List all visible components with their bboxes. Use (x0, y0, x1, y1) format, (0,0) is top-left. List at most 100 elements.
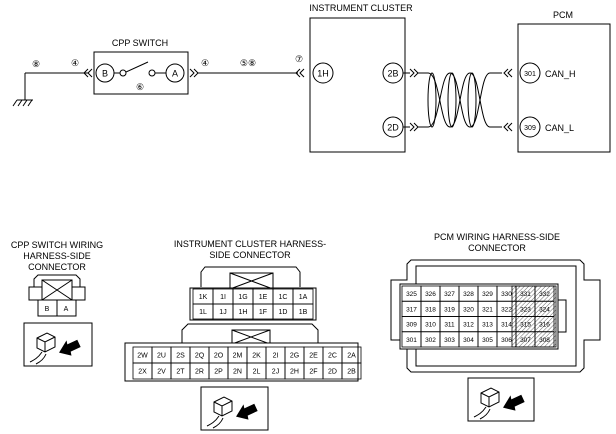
pin-label: 2A (347, 353, 356, 360)
pin-label: 313 (482, 322, 493, 329)
callout-right-a: ④ (201, 58, 209, 68)
pin-label: 329 (482, 291, 493, 298)
pin-label: 330 (501, 291, 512, 298)
pin-label: 2X (138, 369, 147, 376)
pin-label: 305 (482, 337, 493, 344)
pin-label: 311 (444, 322, 455, 329)
pin-cell (341, 362, 362, 380)
connector-insertion-icon (200, 386, 269, 431)
pin-label: 325 (406, 291, 417, 298)
pin-label: 331 (520, 291, 531, 298)
ground-symbol (12, 72, 88, 107)
connector-chevron (83, 68, 93, 78)
pin-label: 312 (463, 322, 474, 329)
pcm-connector-title-2: CONNECTOR (468, 243, 526, 253)
pin-label: 319 (444, 306, 455, 313)
pin-label: 1I (220, 294, 226, 301)
switch-contact (148, 69, 156, 77)
pin-label: 318 (425, 306, 436, 313)
pcm-terminal-301 (519, 62, 541, 84)
svg-text:2B: 2B (387, 69, 398, 79)
svg-text:A: A (172, 69, 178, 79)
pin-label: 2T (176, 369, 185, 376)
cluster-connector-2 (124, 323, 359, 382)
pin-label: 322 (501, 306, 512, 313)
svg-text:1H: 1H (317, 69, 329, 79)
pin-label: 310 (425, 322, 436, 329)
pin-label: 321 (482, 306, 493, 313)
pcm-connector-face (390, 259, 601, 373)
cpp-connector-title-2: HARNESS-SIDE (23, 251, 91, 261)
pin-label: 1A (299, 294, 308, 301)
pin-label: 1J (219, 309, 226, 316)
pin-label: 303 (444, 337, 455, 344)
pin-label: 2U (157, 353, 166, 360)
pcm-terminal-309 (519, 116, 541, 138)
pin-label: 309 (406, 322, 417, 329)
pin-label: 2C (328, 353, 337, 360)
instrument-cluster-title: INSTRUMENT CLUSTER (309, 3, 413, 13)
pin-label: 1G (238, 294, 247, 301)
pin-label: 2Q (195, 353, 205, 360)
cpp-connector-title-1: CPP SWITCH WIRING (11, 240, 103, 250)
pin-label: 326 (425, 291, 436, 298)
pin-label: 332 (539, 291, 550, 298)
pin-label: 2H (290, 369, 299, 376)
pin-label: 2W (137, 353, 148, 360)
switch-contact (119, 69, 127, 77)
pin-label: 2L (253, 369, 261, 376)
pin-label: 301 (406, 337, 417, 344)
pin-label: 1K (199, 294, 208, 301)
connector-insertion-icon (467, 377, 535, 422)
pin-label: 328 (463, 291, 474, 298)
svg-text:B: B (102, 69, 108, 79)
pin-label: 2O (214, 353, 224, 360)
callout-cluster-in: ⑦ (295, 54, 303, 64)
callout-left-b: ④ (71, 58, 79, 68)
pin-label: 327 (444, 291, 455, 298)
cluster-connector-title-1: INSTRUMENT CLUSTER HARNESS- (174, 239, 326, 249)
pin-label: 2E (309, 353, 318, 360)
pin-label: 1B (299, 309, 308, 316)
pin-label: 308 (539, 337, 550, 344)
pin-label: 2R (195, 369, 204, 376)
cpp-connector-face (28, 274, 86, 317)
pin-label: 316 (539, 322, 550, 329)
svg-text:2D: 2D (387, 123, 399, 133)
callout-mid-wire: ⑤⑧ (240, 58, 256, 68)
pin-label: 324 (539, 306, 550, 313)
cluster-connector-title-2: SIDE CONNECTOR (209, 250, 291, 260)
cpp-pin-b: B (45, 306, 50, 313)
pin-label: 2S (176, 353, 185, 360)
pin-label: 2N (233, 369, 242, 376)
pin-label: 2V (157, 369, 166, 376)
pin-label: 314 (501, 322, 512, 329)
svg-text:301: 301 (524, 71, 536, 78)
pin-label: 2M (233, 353, 243, 360)
pin-label: 1C (279, 294, 288, 301)
pin-label: 1F (259, 309, 267, 316)
connector-insertion-icon (23, 322, 93, 367)
signal-can-l: CAN_L (545, 123, 574, 133)
pin-label: 2G (290, 353, 299, 360)
callout-switch: ⑥ (136, 82, 144, 92)
cluster-terminal-1h (312, 62, 334, 84)
pin-label: 1L (199, 309, 207, 316)
callout-ground: ⑧ (32, 59, 40, 69)
pin-label: 2F (309, 369, 317, 376)
cpp-pin-a: A (64, 306, 69, 313)
pin-cell (292, 303, 314, 320)
connector-chevron (189, 68, 199, 78)
pin-label: 2I (273, 353, 279, 360)
pin-label: 317 (406, 306, 417, 313)
pin-label: 2D (328, 369, 337, 376)
cpp-switch-title: CPP SWITCH (112, 38, 168, 48)
pin-label: 306 (501, 337, 512, 344)
pin-label: 304 (463, 337, 474, 344)
pin-cell (534, 331, 555, 348)
signal-can-h: CAN_H (545, 69, 576, 79)
pin-label: 2J (272, 369, 279, 376)
